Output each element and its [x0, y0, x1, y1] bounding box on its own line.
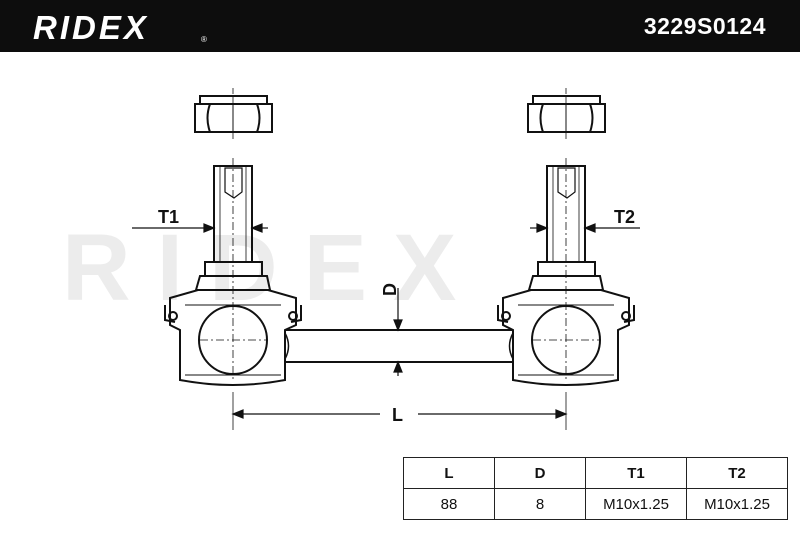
svg-text:RIDEX: RIDEX	[33, 9, 149, 46]
spec-header-cell: D	[494, 457, 586, 489]
spec-value-row: 88 8 M10x1.25 M10x1.25	[403, 488, 788, 520]
ridex-watermark: RIDEX	[62, 215, 482, 321]
l-dimension	[231, 392, 568, 430]
d-label: D	[380, 283, 400, 296]
technical-drawing: RIDEX	[62, 88, 640, 430]
t2-label: T2	[614, 207, 635, 227]
t2-dimension	[530, 223, 640, 233]
svg-text:RIDEX: RIDEX	[62, 215, 482, 321]
t1-dimension	[132, 223, 268, 233]
d-dimension	[393, 288, 403, 376]
ridex-logo: RIDEX ®	[33, 9, 207, 46]
spec-value-cell: 8	[494, 488, 586, 520]
left-ball-joint	[164, 88, 302, 386]
header-bar: RIDEX ® 3229S0124	[0, 0, 800, 52]
connecting-rod	[284, 329, 514, 363]
spec-value-cell: 88	[403, 488, 495, 520]
l-label: L	[392, 405, 403, 425]
t1-label: T1	[158, 207, 179, 227]
spec-header-cell: T2	[686, 457, 788, 489]
spec-header-cell: T1	[585, 457, 687, 489]
spec-value-cell: M10x1.25	[686, 488, 788, 520]
part-number: 3229S0124	[643, 13, 766, 39]
spec-header-cell: L	[403, 457, 495, 489]
right-ball-joint	[497, 88, 635, 386]
spec-table: L D T1 T2 88 8 M10x1.25 M10x1.25	[403, 457, 788, 520]
right-nut	[527, 88, 606, 142]
svg-text:®: ®	[201, 35, 207, 44]
left-nut	[194, 88, 273, 142]
spec-value-cell: M10x1.25	[585, 488, 687, 520]
spec-header-row: L D T1 T2	[403, 457, 788, 489]
